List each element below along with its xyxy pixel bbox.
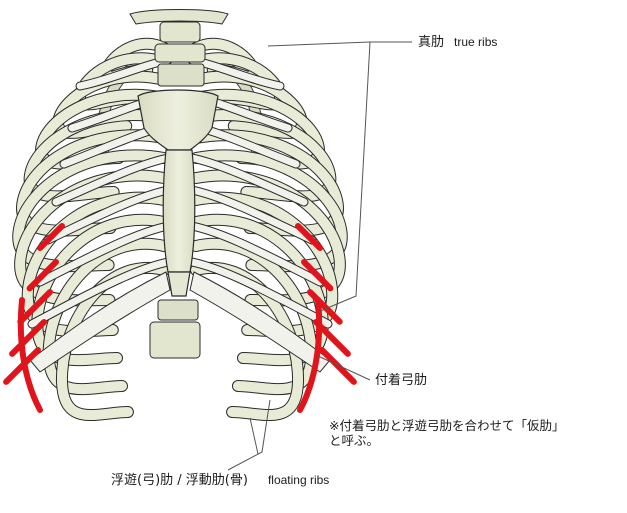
rib-l-10: [32, 214, 169, 366]
red-cartilage-r-2: [301, 259, 334, 292]
note-line-2: と呼ぶ。: [329, 433, 380, 448]
false-ribs-highlight: [3, 223, 357, 413]
red-cartilage-r-1: [295, 223, 323, 251]
red-cartilage-l-1: [37, 223, 65, 251]
cartilage-l-4: [52, 154, 172, 206]
costal-margin-right: [189, 271, 331, 373]
leader-true-ribs-top: [267, 41, 412, 47]
cartilage-r-7: [188, 258, 332, 328]
false-ribs-label: 付着弓肋: [375, 373, 428, 388]
red-cartilage-l-2: [26, 259, 59, 292]
cartilage-l-6: [36, 222, 172, 286]
leader-true-ribs-bottom: [317, 41, 371, 313]
floating-ribs-en: floating ribs: [267, 473, 330, 487]
cartilage-r-5: [188, 186, 316, 244]
sternum: [137, 89, 219, 297]
leader-floating-right: [227, 399, 271, 471]
cartilage-r-4: [188, 154, 308, 206]
red-cartilage-l-3: [17, 289, 53, 325]
rib-l-11: [43, 238, 169, 395]
leader-false-ribs: [317, 355, 371, 381]
red-outer-l: [17, 297, 43, 413]
true-ribs-en: true ribs: [454, 35, 498, 49]
red-cartilage-r-5: [319, 347, 357, 385]
false-ribs-note: ※付着弓肋と浮遊弓肋を合わせて「仮肋」 と呼ぶ。: [329, 418, 627, 448]
cartilage-l-5: [44, 186, 172, 244]
red-outer-r: [297, 297, 323, 413]
leader-floating-mid: [249, 417, 259, 455]
leader-lines: [227, 41, 412, 471]
note-line-1: ※付着弓肋と浮遊弓肋を合わせて「仮肋」: [329, 418, 565, 433]
floating-ribs-ja: 浮遊(弓)肋 / 浮動肋(骨): [111, 473, 248, 488]
cartilage-r-6: [188, 222, 324, 286]
floating-ribs-label: 浮遊(弓)肋 / 浮動肋(骨) floating ribs: [111, 472, 329, 489]
true-ribs-label: 真肋 true ribs: [418, 34, 497, 51]
cartilage-l-7: [28, 258, 172, 328]
vertebral-column: [129, 9, 229, 359]
true-ribs-ja: 真肋: [418, 35, 445, 50]
red-cartilage-l-4: [9, 319, 47, 357]
rib-r-11: [191, 238, 317, 395]
costal-margin-left: [29, 271, 171, 373]
red-cartilage-r-3: [307, 289, 343, 325]
